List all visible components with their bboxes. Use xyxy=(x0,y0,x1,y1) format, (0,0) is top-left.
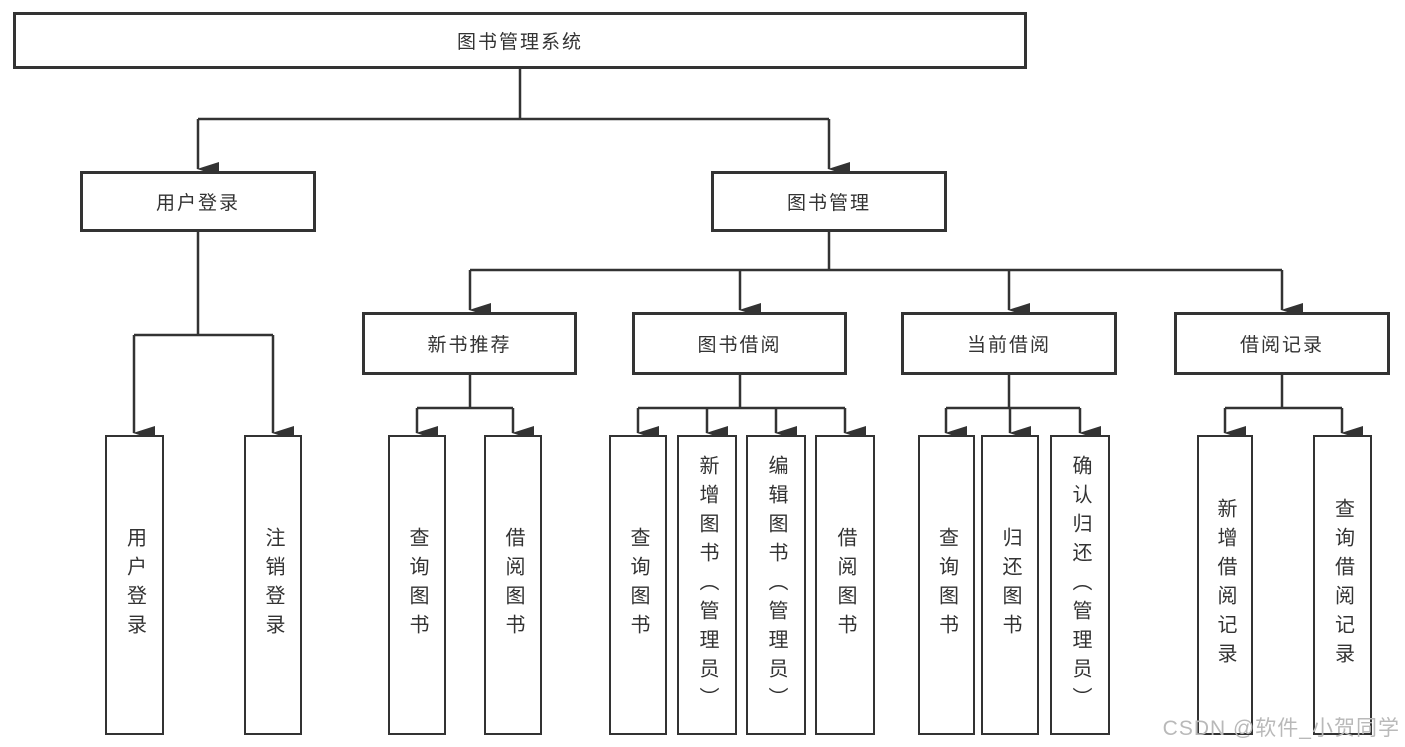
leaf-borrowing-borrow-books-label: 借阅图书 xyxy=(834,527,856,643)
leaf-current-confirm-return-admin: 确认归还（管理员） xyxy=(1050,435,1110,735)
leaf-current-confirm-return-admin-label: 确认归还（管理员） xyxy=(1069,454,1091,716)
node-borrowing-records: 借阅记录 xyxy=(1174,312,1390,375)
node-new-book-recommendation: 新书推荐 xyxy=(362,312,577,375)
leaf-records-add-record-label: 新增借阅记录 xyxy=(1214,498,1236,672)
leaf-current-return-books-label: 归还图书 xyxy=(999,527,1021,643)
leaf-current-return-books: 归还图书 xyxy=(981,435,1039,735)
leaf-borrowing-add-books-admin: 新增图书（管理员） xyxy=(677,435,737,735)
leaf-borrowing-query-books: 查询图书 xyxy=(609,435,667,735)
leaf-newbooks-query-books-label: 查询图书 xyxy=(406,527,428,643)
leaf-borrowing-edit-books-admin: 编辑图书（管理员） xyxy=(746,435,806,735)
node-user-login: 用户登录 xyxy=(80,171,316,232)
leaf-borrowing-borrow-books: 借阅图书 xyxy=(815,435,875,735)
leaf-logout-label: 注销登录 xyxy=(262,527,284,643)
leaf-borrowing-edit-books-admin-label: 编辑图书（管理员） xyxy=(765,454,787,716)
node-book-borrowing: 图书借阅 xyxy=(632,312,847,375)
leaf-user-login: 用户登录 xyxy=(105,435,164,735)
leaf-records-add-record: 新增借阅记录 xyxy=(1197,435,1253,735)
leaf-borrowing-query-books-label: 查询图书 xyxy=(627,527,649,643)
leaf-user-login-label: 用户登录 xyxy=(123,527,146,643)
leaf-logout: 注销登录 xyxy=(244,435,302,735)
leaf-newbooks-query-books: 查询图书 xyxy=(388,435,446,735)
node-book-management: 图书管理 xyxy=(711,171,947,232)
leaf-newbooks-borrow-books: 借阅图书 xyxy=(484,435,542,735)
leaf-current-query-books: 查询图书 xyxy=(918,435,975,735)
node-root-system: 图书管理系统 xyxy=(13,12,1027,69)
leaf-current-query-books-label: 查询图书 xyxy=(935,527,958,643)
leaf-newbooks-borrow-books-label: 借阅图书 xyxy=(502,527,524,643)
leaf-records-query-record: 查询借阅记录 xyxy=(1313,435,1372,735)
node-current-borrowing: 当前借阅 xyxy=(901,312,1117,375)
leaf-records-query-record-label: 查询借阅记录 xyxy=(1331,498,1354,672)
leaf-borrowing-add-books-admin-label: 新增图书（管理员） xyxy=(696,454,718,716)
